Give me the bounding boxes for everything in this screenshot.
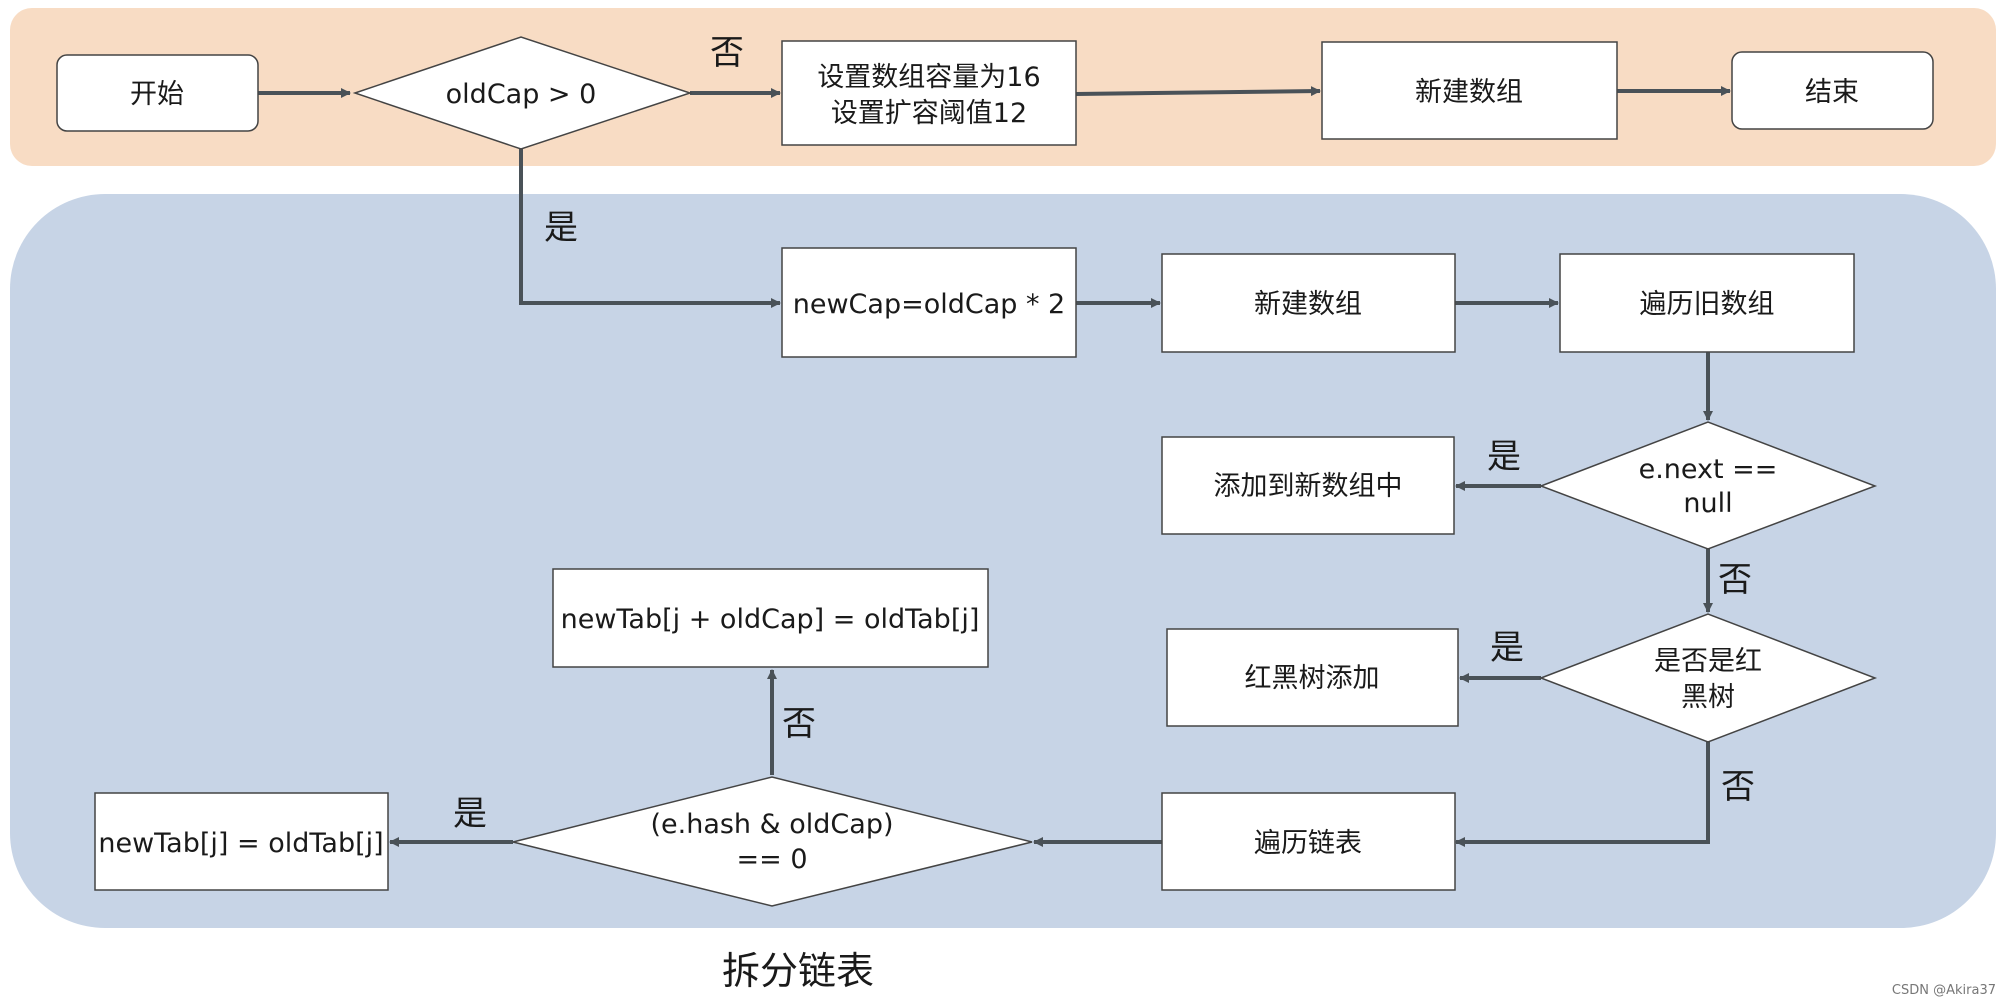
node-assign-same: newTab[j] = oldTab[j] — [94, 792, 389, 891]
node-traverse-list-label: 遍历链表 — [1254, 828, 1362, 859]
label-oldcap-no: 否 — [710, 33, 744, 73]
label-hash-yes: 是 — [453, 794, 487, 834]
node-cond-hash-line2: == 0 — [736, 844, 807, 875]
node-cond-oldcap: oldCap > 0 — [352, 36, 693, 150]
node-assign-offset-label: newTab[j + oldCap] = oldTab[j] — [561, 604, 980, 635]
node-new-array-top: 新建数组 — [1321, 41, 1618, 140]
node-init-line2: 设置扩容阈值12 — [831, 98, 1027, 129]
edge-init-to-new-array-top — [1075, 86, 1321, 97]
bottom-band — [10, 194, 1996, 928]
label-oldcap-yes: 是 — [544, 208, 578, 248]
label-next-yes: 是 — [1487, 437, 1521, 477]
node-cond-oldcap-label: oldCap > 0 — [446, 79, 597, 110]
node-start: 开始 — [56, 54, 259, 132]
node-double-cap: newCap=oldCap * 2 — [781, 247, 1077, 358]
node-cond-rbtree: 是否是红 黑树 — [1538, 613, 1878, 743]
label-hash-no: 否 — [782, 704, 816, 744]
edge-cond-rbtree-to-traverse-list — [1455, 742, 1710, 847]
label-next-no: 否 — [1718, 560, 1752, 600]
label-rbtree-yes: 是 — [1490, 628, 1524, 668]
node-cond-rbtree-line1: 是否是红 — [1654, 646, 1762, 677]
node-new-array: 新建数组 — [1161, 253, 1456, 353]
node-traverse-list: 遍历链表 — [1161, 792, 1456, 891]
node-init: 设置数组容量为16 设置扩容阈值12 — [781, 40, 1077, 146]
node-cond-next-line1: e.next == — [1639, 454, 1778, 485]
edge-cond-to-double-cap — [519, 149, 781, 308]
node-cond-next-line2: null — [1683, 488, 1732, 519]
node-assign-offset: newTab[j + oldCap] = oldTab[j] — [552, 568, 989, 668]
node-new-array-top-label: 新建数组 — [1415, 77, 1523, 108]
node-end-label: 结束 — [1805, 77, 1859, 108]
node-cond-next: e.next == null — [1538, 421, 1878, 550]
node-traverse-old: 遍历旧数组 — [1559, 253, 1855, 353]
watermark: CSDN @Akira37 — [1892, 983, 1996, 998]
node-assign-same-label: newTab[j] = oldTab[j] — [98, 828, 383, 859]
edges — [258, 86, 1731, 847]
node-init-line1: 设置数组容量为16 — [817, 62, 1040, 93]
node-cond-hash-line1: (e.hash & oldCap) — [650, 809, 893, 840]
node-cond-hash: (e.hash & oldCap) == 0 — [512, 776, 1033, 907]
node-start-label: 开始 — [130, 79, 184, 110]
node-traverse-old-label: 遍历旧数组 — [1640, 289, 1775, 320]
node-cond-rbtree-line2: 黑树 — [1681, 682, 1735, 713]
node-end: 结束 — [1731, 51, 1934, 130]
caption: 拆分链表 — [722, 949, 874, 993]
node-rbtree-add-label: 红黑树添加 — [1245, 663, 1380, 694]
node-add-new-array-label: 添加到新数组中 — [1214, 471, 1403, 502]
node-rbtree-add: 红黑树添加 — [1166, 628, 1459, 727]
node-double-cap-label: newCap=oldCap * 2 — [793, 289, 1066, 320]
node-new-array-label: 新建数组 — [1254, 289, 1362, 320]
label-rbtree-no: 否 — [1721, 767, 1755, 807]
node-add-new-array: 添加到新数组中 — [1161, 436, 1455, 535]
